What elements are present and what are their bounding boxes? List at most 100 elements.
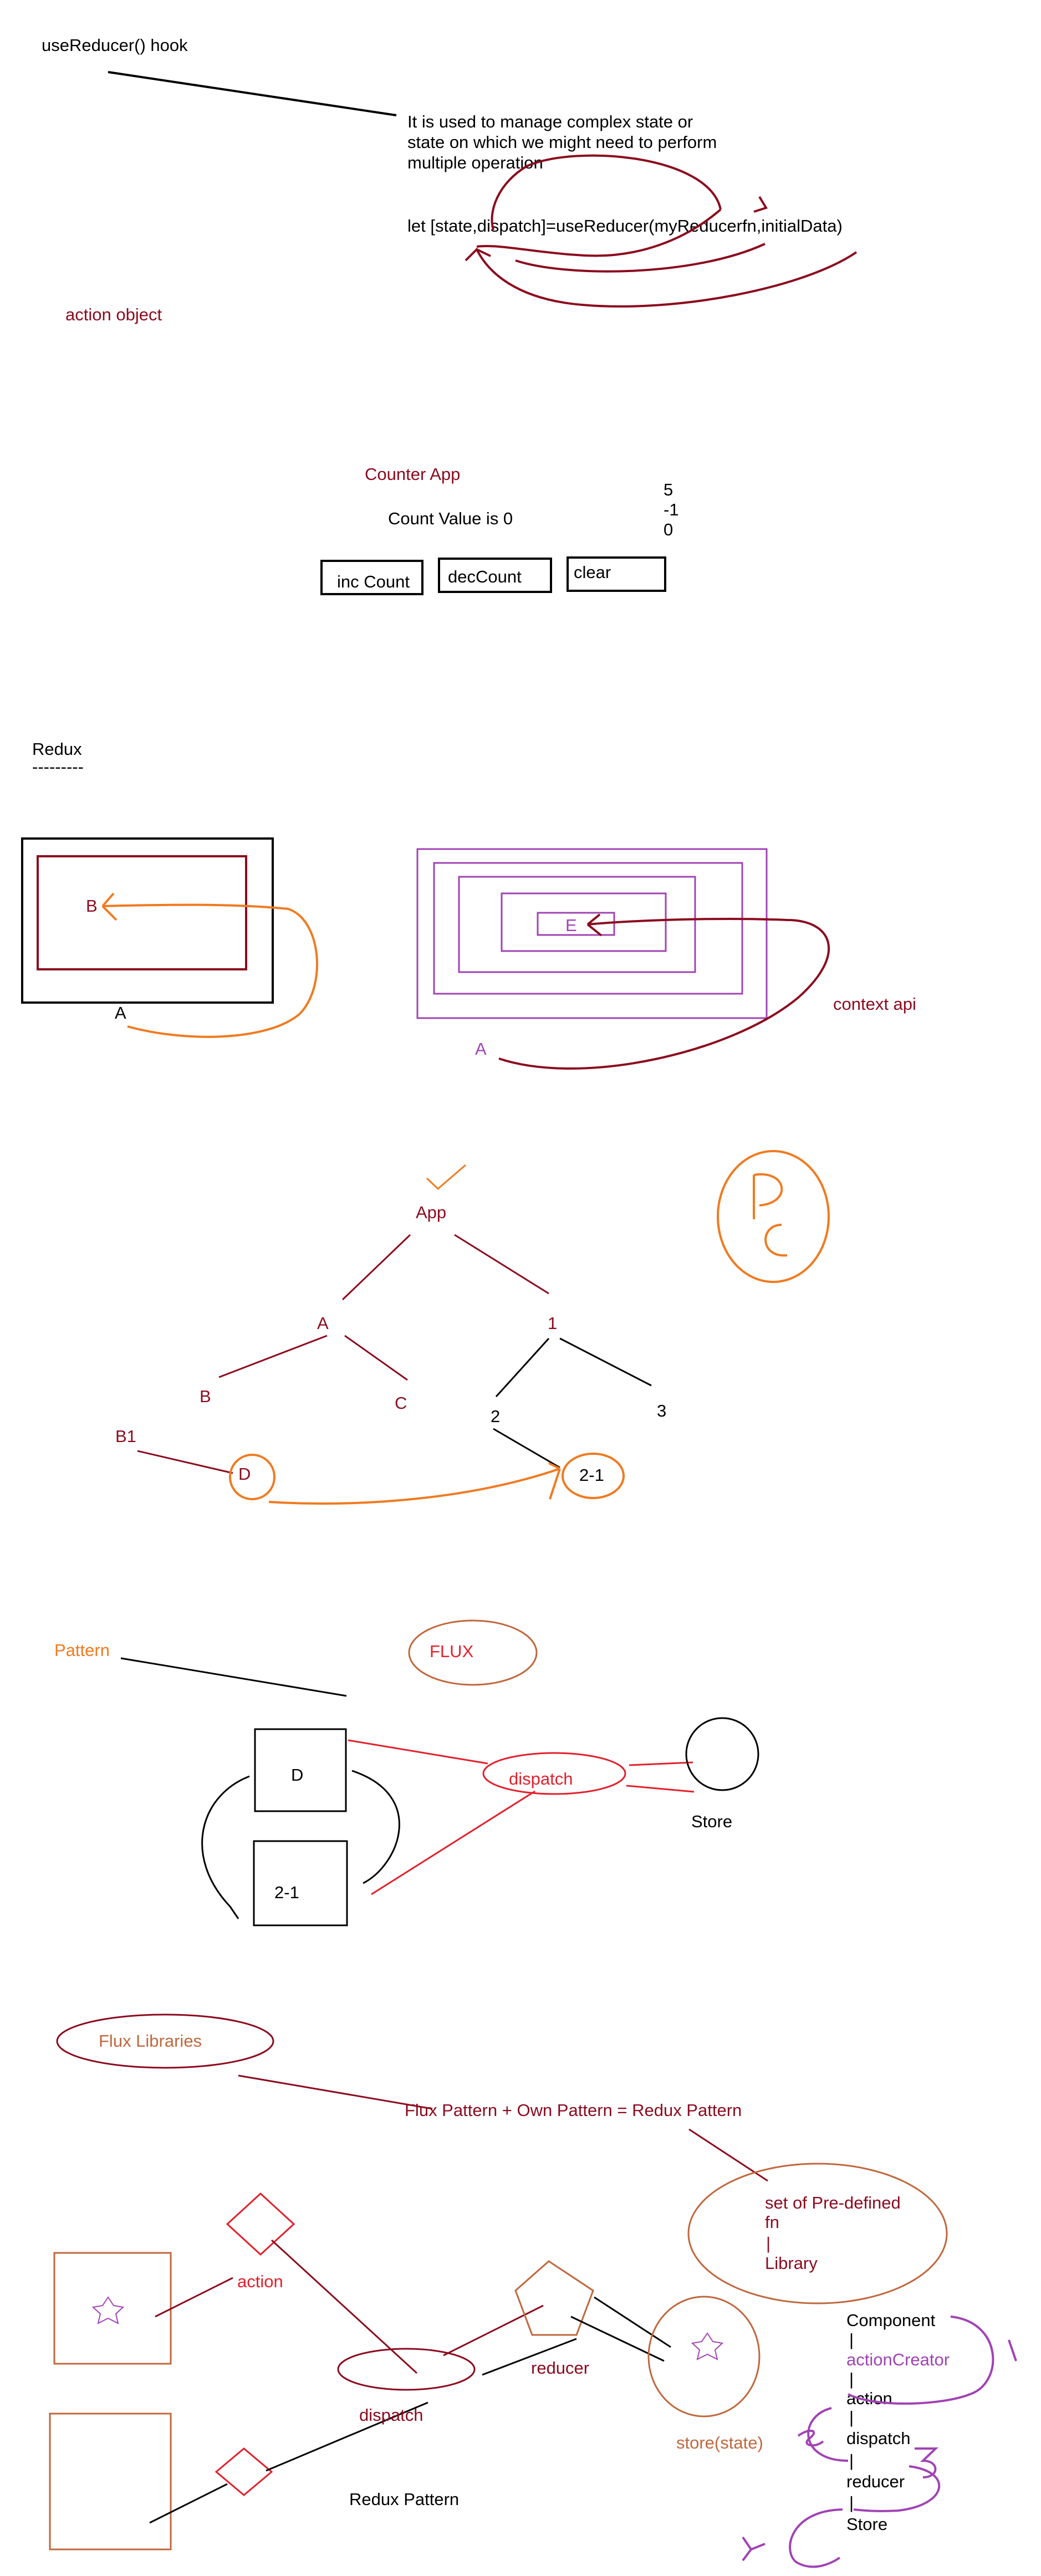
redux-heading: Redux: [32, 739, 82, 759]
context-layer-3: [458, 876, 696, 973]
component-box-b: [37, 855, 247, 970]
edge-a-b: [218, 1335, 328, 1378]
context-layer-1: [416, 848, 768, 1019]
context-arrow: [498, 913, 830, 1070]
libraries-connector: [238, 2074, 433, 2110]
scribble-arc-4: [515, 243, 766, 273]
redux-equation: Flux Pattern + Own Pattern = Redux Patte…: [405, 2100, 742, 2120]
counter-value-2: -1: [664, 500, 679, 519]
context-api-label: context api: [833, 994, 916, 1014]
action-diamond-1: [226, 2192, 295, 2256]
store-star-icon: [691, 2332, 724, 2360]
flow-reducer: reducer: [846, 2472, 905, 2491]
line-action2-dispatch: [266, 2401, 428, 2472]
usereducer-description-line-1: It is used to manage complex state or: [407, 112, 693, 131]
scribble-arc-3: [465, 247, 858, 308]
edge-1-2: [495, 1337, 550, 1398]
usereducer-code: let [state,dispatch]=useReducer(myReduce…: [407, 216, 843, 236]
counter-value-3: 0: [664, 520, 673, 539]
redux-component-box-1: [53, 2252, 172, 2365]
line-box1-action: [155, 2277, 233, 2318]
usereducer-description-line-2: state on which we might need to perform: [407, 132, 717, 152]
redux-dispatch-label: dispatch: [359, 2405, 423, 2425]
store-ellipse: [647, 2296, 761, 2417]
tree-node-d: D: [238, 1464, 251, 1484]
scribble-hook-mark: [753, 196, 768, 213]
tree-checkmark: [426, 1164, 466, 1190]
redux-context-section: Redux --------- B A E A context api: [21, 739, 916, 1070]
flow-action: action: [846, 2389, 892, 2408]
tree-node-21: 2-1: [579, 1465, 604, 1485]
flow-sep-5: |: [849, 2493, 854, 2512]
edge-app-1: [454, 1234, 549, 1295]
flow-action-creator: actionCreator: [846, 2350, 950, 2369]
usereducer-title: useReducer() hook: [42, 35, 188, 55]
counter-app-title: Counter App: [365, 464, 460, 484]
node-d-circle: [229, 1454, 275, 1500]
context-layer-2: [433, 862, 743, 995]
line-reducer-store-2: [570, 2316, 665, 2362]
flux-libraries-label: Flux Libraries: [99, 2031, 202, 2051]
flux-box-21-label: 2-1: [274, 1883, 299, 1902]
action-label: action: [237, 2272, 283, 2291]
flow-sep-3: |: [849, 2408, 854, 2427]
flux-dispatch-ellipse: [482, 1752, 626, 1795]
component-label-b: B: [86, 896, 98, 916]
predefined-line-1: set of Pre-defined: [765, 2193, 901, 2212]
tree-node-3: 3: [657, 1401, 666, 1420]
edge-b1-d: [137, 1450, 233, 1474]
flux-line-dispatch-store-1: [629, 1761, 693, 1766]
flow-dispatch: dispatch: [846, 2429, 910, 2448]
reducer-label: reducer: [531, 2358, 589, 2378]
line-reducer-store-1: [594, 2296, 671, 2348]
equation-connector: [688, 2128, 768, 2182]
flux-box-d: [254, 1728, 347, 1812]
tree-node-b: B: [200, 1387, 211, 1406]
clear-label: clear: [574, 563, 611, 582]
context-label-e: E: [565, 916, 577, 935]
inc-count-button[interactable]: inc Count: [320, 560, 423, 595]
store-state-label: store(state): [676, 2433, 763, 2452]
flow-sep-4: |: [849, 2451, 854, 2470]
scribble-arc-1: [491, 154, 722, 231]
node-21-circle: [562, 1453, 625, 1499]
reducer-pentagon: [514, 2260, 594, 2336]
redux-pattern-section: Flux Libraries Flux Pattern + Own Patter…: [49, 2013, 1017, 2568]
flow-store: Store: [846, 2514, 887, 2534]
flux-line-d-dispatch: [348, 1739, 488, 1765]
dec-count-button[interactable]: decCount: [438, 558, 552, 593]
usereducer-section: useReducer() hook It is used to manage c…: [42, 35, 858, 324]
flux-store-circle: [685, 1717, 759, 1791]
pattern-connector: [120, 1657, 347, 1697]
counter-app-section: Counter App Count Value is 0 5 -1 0 inc …: [320, 464, 679, 595]
scribble-p-drawing: [717, 1150, 830, 1283]
clear-button[interactable]: clear: [567, 556, 666, 592]
component-box-a: [21, 837, 274, 1004]
flux-dispatch-label: dispatch: [509, 1769, 573, 1788]
line-box2-action: [149, 2483, 228, 2524]
flux-loop-left: [201, 1775, 250, 1919]
context-label-a: A: [475, 1039, 487, 1059]
tree-node-1: 1: [548, 1313, 557, 1333]
action-diamond-2: [215, 2447, 273, 2496]
line-action-dispatch: [271, 2239, 418, 2374]
scribble-arc-2: [476, 208, 722, 257]
flux-line-dispatch-store-2: [626, 1785, 695, 1793]
counter-value-1: 5: [664, 480, 673, 499]
tree-node-2: 2: [491, 1407, 500, 1426]
prop-drill-arrow: [268, 1462, 561, 1505]
flux-section: Pattern FLUX D 2-1 dispatch Store: [54, 1619, 759, 1926]
tree-node-b1: B1: [115, 1427, 136, 1446]
inc-count-label: inc Count: [337, 572, 410, 591]
edge-2-21: [493, 1428, 560, 1469]
line-dispatch-reducer-1: [443, 2304, 544, 2357]
flux-libraries-ellipse: [56, 2013, 274, 2069]
edge-1-3: [559, 1337, 652, 1387]
line-dispatch-reducer-2: [482, 2338, 577, 2376]
predefined-line-2: fn: [765, 2212, 779, 2232]
flux-line-21-dispatch: [371, 1790, 535, 1895]
redux-component-box-2: [49, 2413, 172, 2551]
edge-a-c: [344, 1335, 408, 1381]
action-object-label: action object: [65, 305, 162, 324]
